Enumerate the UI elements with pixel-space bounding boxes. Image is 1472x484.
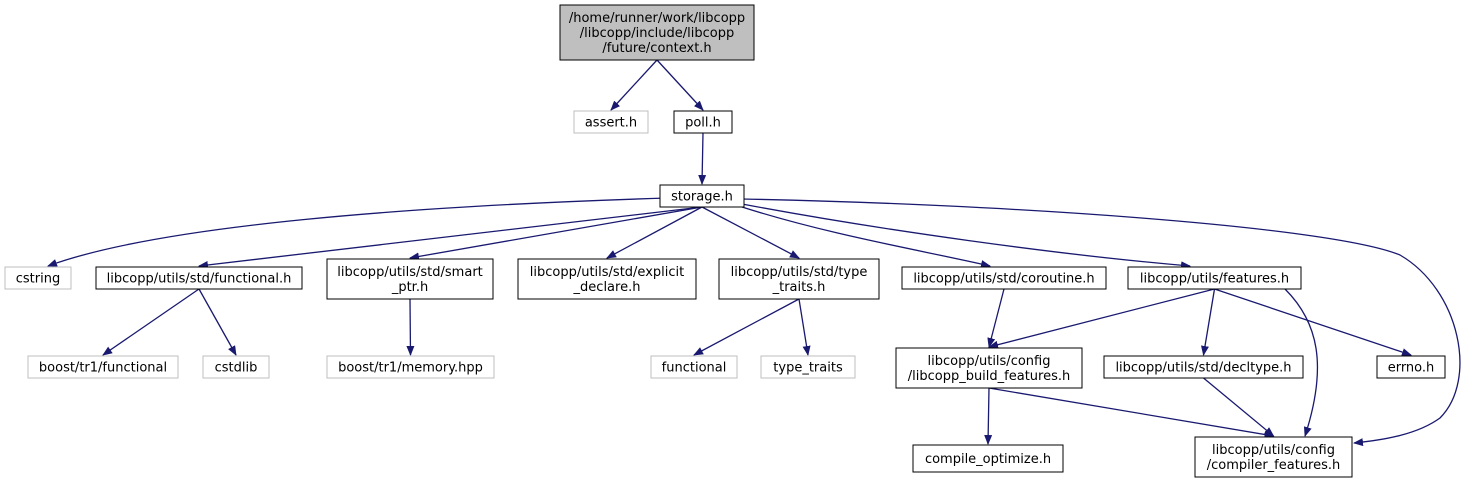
node-errno[interactable]: errno.h [1376,355,1446,379]
node-label: _traits.h [772,280,826,295]
node-box [673,110,733,134]
node-box [559,4,755,61]
edge-root-to-assert [610,59,658,111]
node-box [895,347,1083,389]
node-box [650,355,738,379]
edge-storage-to-smart-ptr [409,206,703,261]
node-compiler-features[interactable]: libcopp/utils/config/compiler_features.h [1194,436,1353,478]
node-box [901,266,1107,290]
node-label: cstdlib [215,361,258,376]
node-box [517,258,697,300]
edge-storage-to-functional-h [198,206,703,269]
node-label: boost/tr1/functional [39,361,167,376]
edges-layer [47,59,1461,447]
node-label: _declare.h [573,280,641,295]
edge-features-to-build-features [988,288,1215,349]
node-box [326,355,495,379]
edge-type-traits-h-to-type-traits [798,298,811,356]
edge-poll-to-storage [698,132,707,185]
node-label: poll.h [685,116,721,131]
node-functional: functional [650,355,738,379]
node-compile-optimize[interactable]: compile_optimize.h [912,444,1064,473]
edge-storage-to-explicit-declare [606,206,703,259]
node-label: compile_optimize.h [925,452,1051,467]
node-label: boost/tr1/memory.hpp [338,361,483,376]
node-label: libcopp/utils/std/coroutine.h [913,272,1094,287]
node-label: assert.h [585,116,637,131]
node-box [202,355,270,379]
edge-build-features-to-compiler-features [988,387,1275,439]
node-label: libcopp/utils/std/type [731,265,868,280]
node-label: functional [662,361,727,376]
node-box [27,355,179,379]
node-box [326,258,494,300]
node-label: libcopp/utils/features.h [1140,272,1289,287]
node-box [718,258,880,300]
node-label: /compiler_features.h [1207,458,1341,473]
node-box [4,266,72,290]
node-box [912,444,1064,473]
node-label: _ptr.h [391,280,428,295]
edge-storage-to-compiler-features [741,198,1461,447]
node-type-traits-h[interactable]: libcopp/utils/std/type_traits.h [718,258,880,300]
node-label: storage.h [671,190,733,205]
node-box [1127,266,1302,290]
node-features[interactable]: libcopp/utils/features.h [1127,266,1302,290]
edge-functional-h-to-boost-functional [102,288,200,356]
node-smart-ptr[interactable]: libcopp/utils/std/smart_ptr.h [326,258,494,300]
node-box [95,266,303,290]
node-box [1376,355,1446,379]
node-decltype[interactable]: libcopp/utils/std/decltype.h [1103,355,1304,379]
node-label: libcopp/utils/std/decltype.h [1115,361,1291,376]
edge-smart-ptr-to-boost-memory [406,298,415,356]
node-label: libcopp/utils/std/smart [337,265,483,280]
edge-type-traits-h-to-functional [693,298,800,356]
edge-storage-to-features [741,203,1191,270]
node-label: /libcopp/include/libcopp [580,26,734,41]
edge-features-to-compiler-features [1284,288,1319,437]
node-label: errno.h [1388,361,1435,376]
edge-storage-to-coroutine [741,206,991,268]
node-label: cstring [16,272,60,287]
edge-root-to-poll [656,59,704,111]
edge-features-to-errno [1214,288,1412,356]
node-box [760,355,856,379]
node-cstdlib: cstdlib [202,355,270,379]
node-label: libcopp/utils/config [1212,443,1335,458]
node-functional-h[interactable]: libcopp/utils/std/functional.h [95,266,303,290]
edge-storage-to-cstring [47,197,669,267]
node-coroutine[interactable]: libcopp/utils/std/coroutine.h [901,266,1107,290]
node-box [659,184,745,208]
node-storage[interactable]: storage.h [659,184,745,208]
node-label: libcopp/utils/config [928,354,1051,369]
node-label: /future/context.h [602,41,711,56]
edge-functional-h-to-cstdlib [198,288,237,356]
node-label: libcopp/utils/std/explicit [530,265,684,280]
node-poll[interactable]: poll.h [673,110,733,134]
node-type-traits: type_traits [760,355,856,379]
node-build-features[interactable]: libcopp/utils/config/libcopp_build_featu… [895,347,1083,389]
node-box [1103,355,1304,379]
node-label: /home/runner/work/libcopp [569,11,745,26]
node-assert: assert.h [573,110,649,134]
edge-coroutine-to-build-features [987,288,1005,348]
edge-storage-to-type-traits-h [701,206,800,259]
node-label: /libcopp_build_features.h [908,369,1071,384]
node-explicit-declare[interactable]: libcopp/utils/std/explicit_declare.h [517,258,697,300]
node-root[interactable]: /home/runner/work/libcopp/libcopp/includ… [559,4,755,61]
edge-build-features-to-compile-optimize [984,387,993,445]
node-label: type_traits [773,361,843,376]
node-boost-functional: boost/tr1/functional [27,355,179,379]
node-label: libcopp/utils/std/functional.h [107,272,292,287]
nodes-layer: /home/runner/work/libcopp/libcopp/includ… [4,4,1446,478]
edge-decltype-to-compiler-features [1203,377,1275,437]
node-box [1194,436,1353,478]
node-box [573,110,649,134]
node-cstring: cstring [4,266,72,290]
edge-features-to-decltype [1201,288,1216,356]
node-boost-memory: boost/tr1/memory.hpp [326,355,495,379]
